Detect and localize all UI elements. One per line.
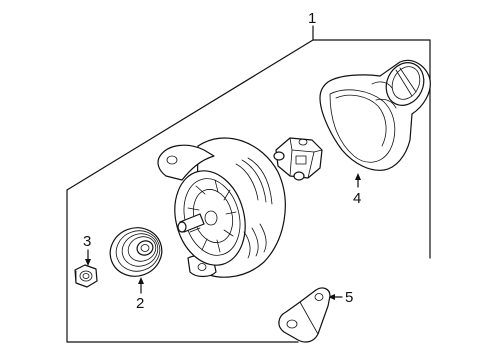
leader-arrow-5 bbox=[328, 294, 335, 300]
leader-arrow-2 bbox=[138, 277, 144, 284]
callout-5: 5 bbox=[328, 289, 353, 306]
callout-label-4: 4 bbox=[353, 190, 361, 207]
callout-2: 2 bbox=[136, 277, 144, 312]
regulator-part bbox=[273, 137, 323, 181]
callout-3: 3 bbox=[83, 233, 91, 266]
pulley-part bbox=[109, 227, 163, 277]
rear-cover-part bbox=[319, 59, 431, 171]
bracket-part bbox=[278, 287, 331, 343]
callout-4: 4 bbox=[353, 173, 361, 207]
nut-part bbox=[74, 264, 98, 288]
callout-label-3: 3 bbox=[83, 233, 91, 250]
callout-label-2: 2 bbox=[136, 295, 144, 312]
callout-1: 1 bbox=[308, 10, 316, 41]
callout-label-1: 1 bbox=[308, 10, 316, 27]
assembly-outline bbox=[66, 39, 431, 343]
alternator-part bbox=[157, 137, 286, 278]
leader-arrow-3 bbox=[85, 259, 91, 266]
callout-label-5: 5 bbox=[345, 289, 353, 306]
leader-arrow-4 bbox=[355, 173, 361, 180]
